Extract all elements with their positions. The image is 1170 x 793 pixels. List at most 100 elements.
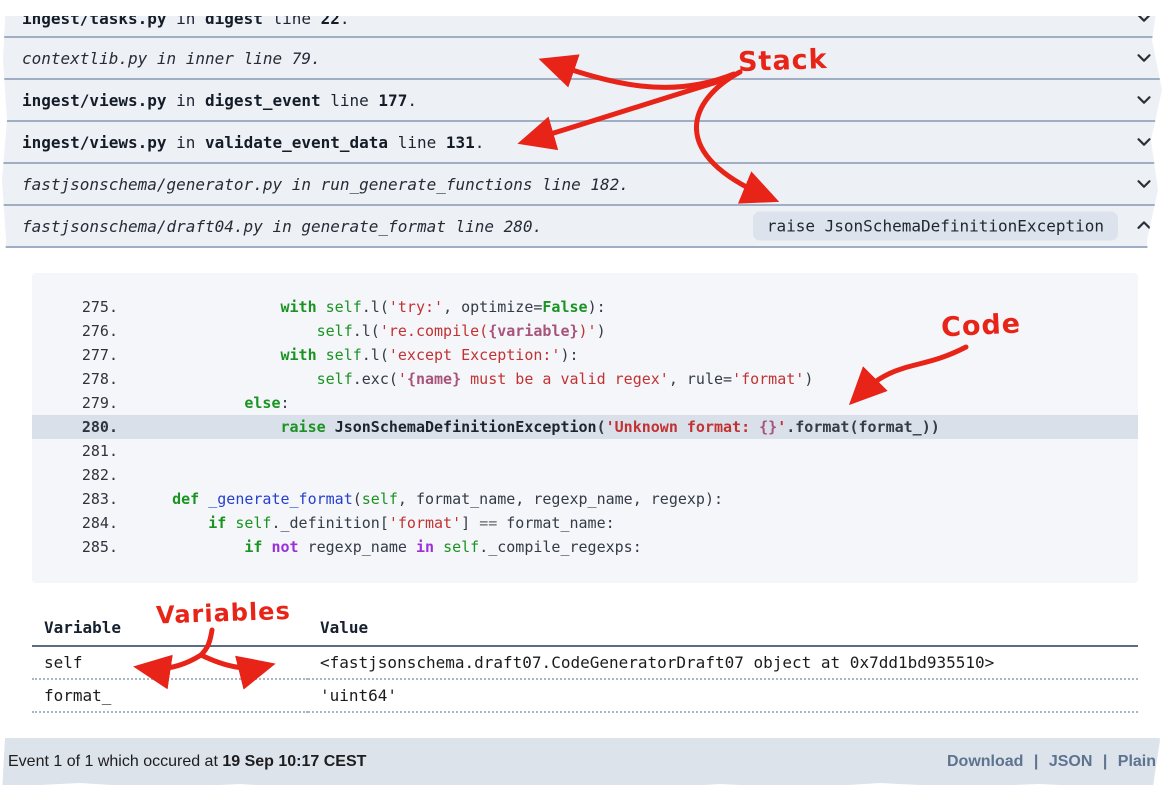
- code-token: self: [316, 370, 353, 388]
- code-text: raise JsonSchemaDefinitionException('Unk…: [118, 415, 940, 439]
- frame-word-in: in: [166, 90, 206, 110]
- plain-link[interactable]: Plain: [1117, 752, 1156, 770]
- code-token: format_name:: [497, 514, 615, 532]
- frame-file: fastjsonschema/generator.py: [22, 174, 283, 194]
- line-number: 275.: [81, 298, 118, 316]
- code-token: 'format': [732, 370, 805, 388]
- code-token: [136, 538, 244, 556]
- chevron-down-icon[interactable]: [1134, 8, 1154, 28]
- code-token: [434, 538, 443, 556]
- frame-function: digest_event: [205, 90, 321, 110]
- frame-line-number: 131: [445, 132, 475, 152]
- code-text: self.exc('{name} must be a valid regex',…: [118, 367, 814, 391]
- frame-word-line: line: [233, 48, 292, 68]
- code-token: [136, 370, 317, 388]
- stack-frame-row[interactable]: fastjsonschema/generator.py in run_gener…: [0, 164, 1170, 206]
- frame-file: ingest/views.py: [22, 90, 167, 110]
- line-number: 284.: [81, 514, 118, 532]
- chevron-down-icon[interactable]: [1134, 174, 1154, 194]
- code-token: [136, 298, 281, 316]
- frame-line-number: 182: [590, 174, 620, 194]
- line-number: 285.: [81, 538, 118, 556]
- code-line: 275. with self.l('try:', optimize=False)…: [32, 295, 1138, 319]
- code-line: 282.: [32, 463, 1138, 487]
- chevron-down-icon[interactable]: [1134, 132, 1154, 152]
- line-number: 279.: [81, 394, 118, 412]
- code-token: [136, 418, 281, 436]
- code-line: 281.: [32, 439, 1138, 463]
- stack-frame-row[interactable]: contextlib.py in inner line 79.: [0, 38, 1170, 80]
- footer-bar: Event 1 of 1 which occured at 19 Sep 10:…: [0, 738, 1170, 785]
- variable-name-cell: format_: [32, 680, 308, 713]
- frame-word-in: in: [166, 8, 206, 28]
- code-token: self: [325, 346, 362, 364]
- code-token: ):: [560, 346, 579, 364]
- frame-dot: .: [619, 174, 629, 194]
- json-link[interactable]: JSON: [1048, 752, 1093, 770]
- code-token: {name}: [406, 370, 462, 388]
- variables-header-value: Value: [308, 616, 1138, 647]
- code-token: [136, 346, 281, 364]
- frame-word-line: line: [388, 132, 446, 152]
- code-line: 285. if not regexp_name in self._compile…: [32, 535, 1138, 559]
- chevron-up-icon[interactable]: [1134, 216, 1154, 236]
- code-token: 're.compile(: [379, 322, 489, 340]
- line-number: 280.: [81, 418, 118, 436]
- code-token: False: [542, 298, 588, 316]
- line-number: 283.: [81, 490, 118, 508]
- code-line: 284. if self._definition['format'] == fo…: [32, 511, 1138, 535]
- stack-frame-text: ingest/tasks.py in digest line 22.: [22, 9, 350, 28]
- code-text: self.l('re.compile({variable})'): [118, 319, 606, 343]
- code-token: with: [280, 346, 317, 364]
- code-token: 'Unknown format:: [605, 418, 760, 436]
- stack-section: ingest/tasks.py in digest line 22. contex…: [0, 0, 1170, 248]
- code-token: ._definition[: [271, 514, 389, 532]
- variables-section: Variable Value self<fastjsonschema.draft…: [32, 616, 1138, 713]
- code-token: , rule=: [668, 370, 733, 388]
- code-text: [118, 439, 136, 463]
- line-number: 276.: [81, 322, 118, 340]
- stack-frame-row[interactable]: ingest/views.py in digest_event line 177…: [0, 80, 1170, 122]
- stack-frame-row[interactable]: ingest/tasks.py in digest line 22.: [0, 0, 1170, 38]
- code-line: 276. self.l('re.compile({variable})'): [32, 319, 1138, 343]
- code-token: (: [352, 490, 362, 508]
- stack-frame-text: ingest/views.py in digest_event line 177…: [22, 91, 417, 110]
- link-separator: |: [1098, 752, 1112, 770]
- code-token: if: [208, 514, 227, 532]
- code-token: .format(format_)): [786, 418, 940, 436]
- stack-frame-row[interactable]: fastjsonschema/draft04.py in generate_fo…: [0, 206, 1170, 248]
- code-text: if self._definition['format'] == format_…: [118, 511, 615, 535]
- stack-frame-row[interactable]: ingest/views.py in validate_event_data l…: [0, 122, 1170, 164]
- frame-file: fastjsonschema/draft04.py: [22, 216, 263, 236]
- code-text: def _generate_format(self, format_name, …: [118, 487, 723, 511]
- code-token: .exc(: [352, 370, 398, 388]
- code-token: (: [596, 418, 606, 436]
- code-token: ==: [479, 514, 498, 532]
- frame-line-number: 22: [320, 8, 340, 28]
- code-token: ._compile_regexps:: [479, 538, 642, 556]
- frame-word-line: line: [532, 174, 591, 194]
- code-token: [199, 490, 208, 508]
- code-panel: 275. with self.l('try:', optimize=False)…: [32, 273, 1138, 583]
- code-token: , format_name, regexp_name, regexp):: [397, 490, 724, 508]
- frame-word-in: in: [166, 132, 206, 152]
- chevron-down-icon[interactable]: [1134, 90, 1154, 110]
- code-text: with self.l('except Exception:'):: [118, 343, 579, 367]
- code-token: self: [443, 538, 480, 556]
- chevron-down-icon[interactable]: [1134, 48, 1154, 68]
- code-token: [226, 514, 235, 532]
- download-link[interactable]: Download: [947, 752, 1024, 770]
- code-token: 'format': [388, 514, 462, 532]
- stack-frame-text: ingest/views.py in validate_event_data l…: [22, 133, 484, 152]
- code-token: ):: [587, 298, 606, 316]
- code-token: [326, 418, 335, 436]
- variable-name-cell: self: [32, 647, 308, 680]
- code-token: in: [415, 538, 435, 556]
- frame-word-in: in: [282, 174, 321, 194]
- line-number: 282.: [81, 466, 118, 484]
- frame-dot: .: [311, 48, 321, 68]
- frame-word-in: in: [147, 48, 186, 68]
- link-separator: |: [1029, 752, 1043, 770]
- frame-dot: .: [532, 216, 543, 236]
- frame-word-line: line: [445, 216, 504, 236]
